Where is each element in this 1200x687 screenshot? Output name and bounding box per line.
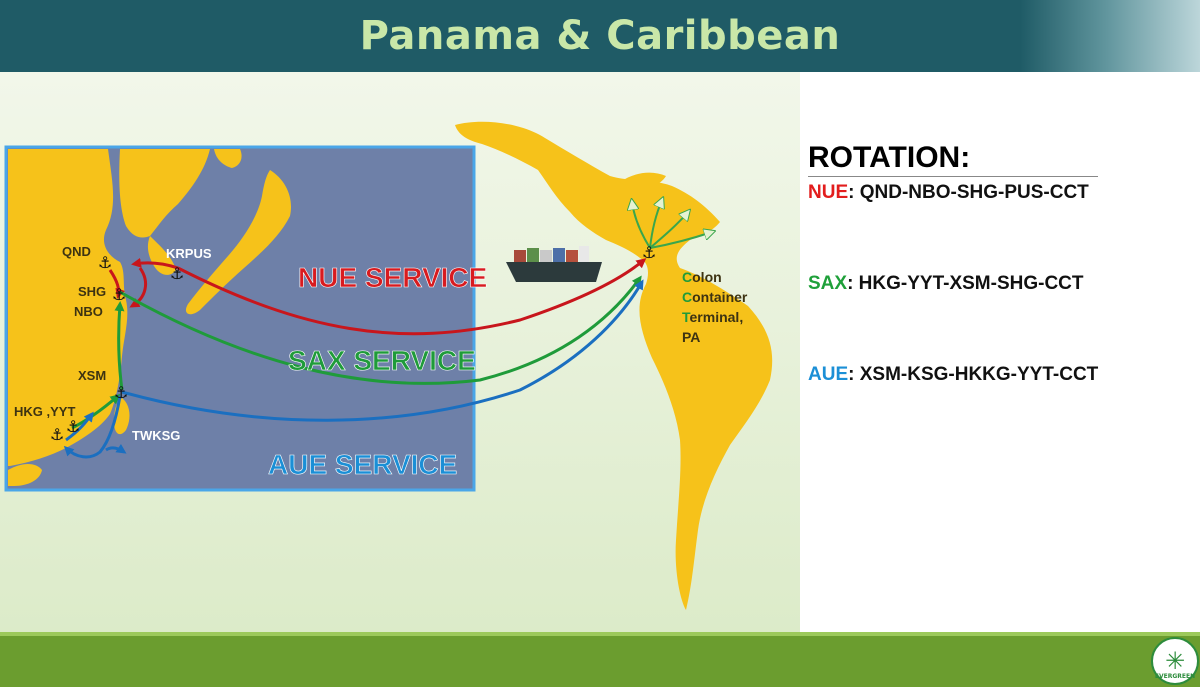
asia-feeder-arrows <box>63 257 179 459</box>
anchor-icon-krpus: ⚓ <box>170 264 184 283</box>
rotation-route-sax: : HKG-YYT-XSM-SHG-CCT <box>847 273 1084 294</box>
rotation-route-aue: : XSM-KSG-HKKG-YYT-CCT <box>848 364 1099 385</box>
anchor-icon-shg: ⚓ <box>112 285 126 304</box>
port-label-twksg: TWKSG <box>132 428 180 443</box>
rotation-item-aue: AUE: XSM-KSG-HKKG-YYT-CCT <box>808 364 1098 386</box>
container-ship-icon <box>506 246 602 282</box>
service-label-nue: NUE SERVICE <box>298 262 487 293</box>
rotation-code-sax: SAX <box>808 273 848 294</box>
anchor-icon-xsm: ⚓ <box>114 383 128 402</box>
port-label-krpus: KRPUS <box>166 246 212 261</box>
caribbean-feeder-arrows <box>632 200 712 249</box>
footer-band <box>0 632 1200 687</box>
anchor-icon-hkg: ⚓ <box>50 425 64 444</box>
anchor-icon-qnd: ⚓ <box>98 253 112 272</box>
port-label-qnd: QND <box>62 244 91 259</box>
terminal-line3-rest: erminal, <box>690 309 744 325</box>
evergreen-logo: ✳EVERGREEN <box>1151 637 1199 685</box>
terminal-line4: PA <box>682 329 700 345</box>
terminal-line2-initial: C <box>682 289 692 305</box>
anchor-icon-yyt: ⚓ <box>66 417 80 436</box>
rotation-panel: ROTATION: NUE: QND-NBO-SHG-PUS-CCT SAX: … <box>808 140 1198 385</box>
rotation-route-nue: : QND-NBO-SHG-PUS-CCT <box>848 182 1089 203</box>
logo-text: EVERGREEN <box>1154 673 1196 680</box>
port-label-xsm: XSM <box>78 368 106 383</box>
rotation-heading: ROTATION: <box>808 140 1098 177</box>
page-title: Panama & Caribbean <box>359 13 841 59</box>
terminal-line3-initial: T <box>682 309 691 325</box>
svg-text:Colon: Colon <box>682 269 722 285</box>
header-bar <box>0 0 1200 72</box>
terminal-line2-rest: ontainer <box>692 289 748 305</box>
asia-inset <box>4 145 476 492</box>
americas-landmass <box>455 121 773 611</box>
svg-text:Container: Container <box>682 289 748 305</box>
port-label-nbo: NBO <box>74 304 103 319</box>
terminal-line1-initial: C <box>682 269 692 285</box>
rotation-code-nue: NUE <box>808 182 849 203</box>
sax-route-line <box>119 275 642 385</box>
rotation-item-nue: NUE: QND-NBO-SHG-PUS-CCT <box>808 182 1089 204</box>
aue-route-line <box>121 279 644 422</box>
route-map: ⚓ ⚓ ⚓ ⚓ ⚓ ⚓ ⚓ QND KRPUS SHG NBO XSM HKG … <box>4 121 773 611</box>
service-label-sax: SAX SERVICE <box>288 345 476 376</box>
anchor-icon-colon: ⚓ <box>642 243 656 262</box>
terminal-line1-rest: olon <box>692 269 722 285</box>
port-label-hkg-yyt: HKG ,YYT <box>14 404 75 419</box>
terminal-label: Colon Container Terminal, PA <box>682 269 748 345</box>
nue-route-line <box>177 258 647 336</box>
service-label-aue: AUE SERVICE <box>268 449 457 480</box>
rotation-code-aue: AUE <box>808 364 849 385</box>
port-label-shg: SHG <box>78 284 106 299</box>
svg-text:Terminal,: Terminal, <box>682 309 743 325</box>
rotation-item-sax: SAX: HKG-YYT-XSM-SHG-CCT <box>808 273 1084 295</box>
